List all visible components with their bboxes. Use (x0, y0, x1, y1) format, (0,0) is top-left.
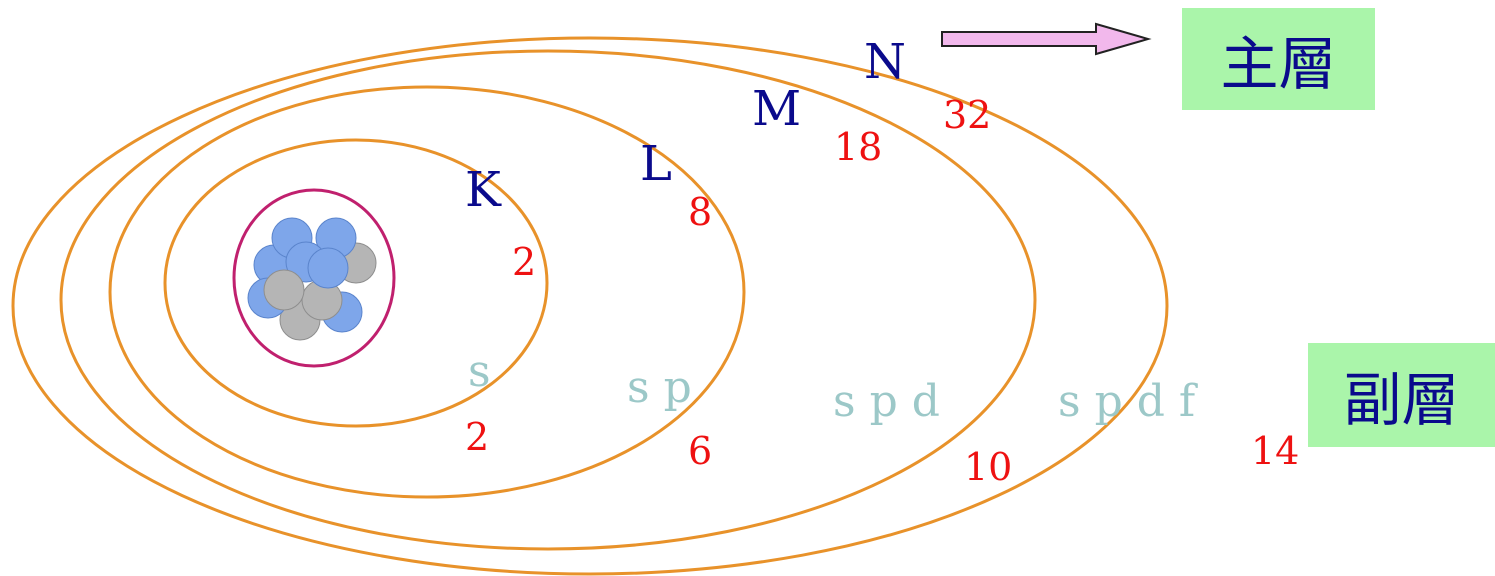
shell-letter-m: M (752, 81, 802, 137)
subshell-letters-m: s p d (833, 376, 940, 427)
subshell-capacity-n: 14 (1251, 429, 1300, 473)
shell-capacity-n: 32 (943, 93, 992, 137)
subshell-capacity-l: 6 (688, 429, 713, 473)
orbit-n (11, 36, 1169, 576)
main-shell-label: 主層 (1182, 8, 1375, 110)
arrow-shape (941, 22, 1152, 56)
subshell-capacity-m: 10 (964, 445, 1013, 489)
shell-capacity-k: 2 (512, 240, 537, 284)
subshell-label: 副層 (1308, 343, 1495, 447)
shell-letter-n: N (864, 34, 906, 90)
nucleus-neutron (263, 269, 305, 311)
shell-letter-k: K (465, 162, 501, 218)
atom-nucleus-icon (232, 188, 396, 368)
orbit-k (163, 138, 549, 428)
orbit-m (59, 49, 1037, 551)
subshell-capacity-k: 2 (465, 415, 490, 459)
subshell-letters-l: s p (627, 362, 692, 413)
subshell-letters-n: s p d f (1058, 376, 1196, 427)
orbit-l (108, 85, 746, 499)
right-arrow-icon (941, 22, 1152, 56)
shell-capacity-l: 8 (688, 190, 713, 234)
subshell-letters-k: s (468, 346, 491, 397)
nucleus-proton (307, 247, 349, 289)
shell-capacity-m: 18 (834, 125, 883, 169)
shell-letter-l: L (640, 136, 672, 192)
